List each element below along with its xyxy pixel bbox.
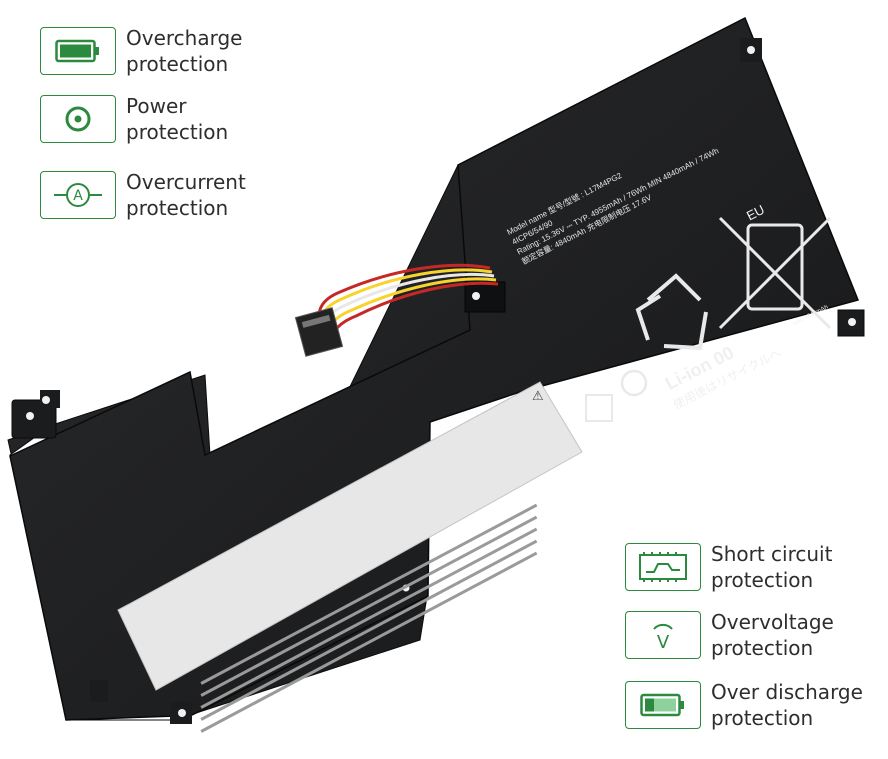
feature-label: Overcurrent protection [126, 170, 246, 220]
voltage-icon: V [625, 611, 701, 659]
cable-connector [294, 307, 344, 357]
feature-over-discharge: Over discharge protection [625, 679, 881, 731]
battery-full-icon [40, 27, 116, 75]
power-icon [40, 95, 116, 143]
warning-label [117, 381, 583, 691]
feature-power: Power protection [40, 93, 296, 145]
feature-label: Over discharge protection [711, 680, 863, 730]
feature-label: Power protection [126, 94, 229, 144]
svg-text:A: A [73, 188, 83, 204]
battery-low-icon [625, 681, 701, 729]
warning-triangle-icon: ⚠ [532, 388, 544, 403]
weee-bin-symbol [718, 216, 832, 330]
feature-overcurrent: A Overcurrent protection [40, 169, 296, 221]
feature-overcharge: Overcharge protection [40, 25, 296, 77]
feature-label: Overcharge protection [126, 26, 243, 76]
five-recycle-mark [620, 369, 648, 397]
svg-text:V: V [657, 632, 670, 653]
feature-label: Short circuit protection [711, 542, 833, 592]
ammeter-icon: A [40, 171, 116, 219]
circuit-board-icon [625, 543, 701, 591]
feature-short-circuit: Short circuit protection [625, 541, 881, 593]
feature-label: Overvoltage protection [711, 610, 834, 660]
feature-overvoltage: V Overvoltage protection [625, 609, 881, 661]
certification-mark [585, 394, 613, 422]
recycle-symbol [635, 273, 708, 351]
